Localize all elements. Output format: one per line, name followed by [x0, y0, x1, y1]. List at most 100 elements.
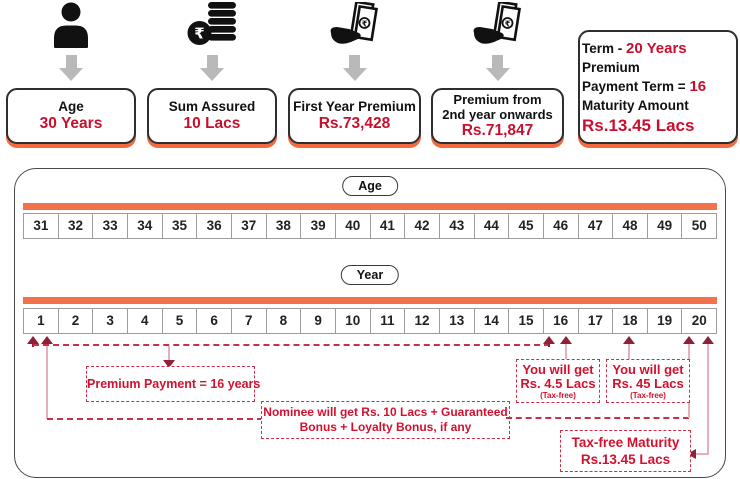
term-line: Term - 20 Years [582, 39, 734, 58]
year-cell: 3 [92, 308, 128, 334]
benefit18-note: (Tax-free) [630, 390, 666, 400]
first-year-premium-card: First Year Premium Rs.73,428 [288, 88, 421, 144]
age-cell: 34 [126, 213, 163, 239]
benefit16-line1: You will get [522, 361, 594, 377]
premium-payment-note: Premium Payment = 16 years [86, 366, 261, 402]
year-cell: 2 [57, 308, 94, 334]
connector-year20 [506, 417, 689, 419]
age-cell: 45 [508, 213, 544, 239]
year-row-label: Year [340, 265, 400, 285]
person-icon [6, 0, 136, 50]
age-cell: 35 [161, 213, 198, 239]
age-cell: 48 [612, 213, 648, 239]
connector-line [548, 344, 550, 347]
age-cell: 40 [334, 213, 371, 239]
year-cell: 18 [612, 308, 648, 334]
age-cell: 43 [438, 213, 475, 239]
connector-line [565, 344, 567, 360]
nominee-benefit-note: Nominee will get Rs. 10 Lacs + Guarantee… [261, 401, 510, 439]
survival-benefit-18-note: You will get Rs. 45 Lacs (Tax-free) [606, 359, 690, 403]
age-cell: 32 [57, 213, 94, 239]
year-cell: 19 [646, 308, 683, 334]
year-cell: 10 [334, 308, 371, 334]
nominee-text-line1: Nominee will get Rs. 10 Lacs + Guarantee… [263, 405, 508, 419]
survival-benefit-16-note: You will get Rs. 4.5 Lacs (Tax-free) [516, 359, 600, 403]
term-summary-card: Term - 20 Years Premium Payment Term = 1… [578, 30, 738, 144]
ppt-line: Payment Term = 16 [582, 77, 734, 96]
age-row-label: Age [342, 176, 398, 196]
year-timeline-bar [23, 297, 717, 304]
age-timeline-bar [23, 203, 717, 210]
age-cell: 42 [404, 213, 440, 239]
card-label: Age [58, 99, 84, 114]
up-arrow-year-20b-icon [702, 336, 714, 344]
down-arrow-premium-icon [163, 360, 175, 368]
card-label: Sum Assured [168, 99, 256, 114]
up-arrow-year-16-icon [543, 336, 555, 344]
maturity-text-line1: Tax-free Maturity [571, 435, 680, 450]
cash-in-hand-icon: ₹ [288, 0, 421, 50]
connector-nominee [47, 418, 263, 420]
top-card-sum-assured: ₹ Sum Assured 10 Lacs [147, 0, 277, 144]
benefit16-note: (Tax-free) [540, 390, 576, 400]
age-cell: 37 [230, 213, 267, 239]
age-cell: 38 [265, 213, 302, 239]
card-value: Rs.71,847 [461, 122, 534, 139]
up-arrow-year-1-icon [27, 336, 39, 344]
card-label: 2nd year onwards [442, 107, 553, 122]
year-cell: 9 [300, 308, 336, 334]
premium-word: Premium [582, 59, 640, 75]
down-arrow-icon [342, 55, 367, 81]
age-cell: 50 [681, 213, 718, 239]
maturity-note: Tax-free Maturity Rs.13.45 Lacs [560, 430, 691, 472]
year-cell: 15 [508, 308, 544, 334]
year-cell: 16 [542, 308, 579, 334]
up-arrow-year-18-icon [623, 336, 635, 344]
term-label: Term - [582, 40, 623, 56]
maturity-value: Rs.13.45 Lacs [582, 115, 695, 135]
year-cell: 12 [404, 308, 440, 334]
age-cell: 31 [23, 213, 59, 239]
up-arrow-year-1b-icon [41, 336, 53, 344]
svg-text:₹: ₹ [361, 20, 367, 29]
nominee-text-line2: Bonus + Loyalty Bonus, if any [299, 420, 472, 434]
top-card-first-year-premium: ₹ First Year Premium Rs.73,428 [288, 0, 421, 144]
card-label: Premium from [453, 92, 542, 107]
rupee-coins-icon: ₹ [147, 0, 277, 50]
svg-text:₹: ₹ [504, 20, 510, 29]
connector-line [46, 344, 48, 419]
benefit18-line1: You will get [612, 361, 684, 377]
sum-assured-card: Sum Assured 10 Lacs [147, 88, 277, 144]
premium-payment-text: Premium Payment = 16 years [87, 377, 261, 391]
year-cell: 4 [126, 308, 163, 334]
connector-premium-span [33, 344, 550, 346]
ppt-value: 16 [689, 77, 707, 95]
year-cell: 6 [196, 308, 232, 334]
card-value: 10 Lacs [183, 115, 241, 132]
benefit16-line2: Rs. 4.5 Lacs [520, 375, 596, 391]
year-cell: 8 [265, 308, 302, 334]
year-cell: 11 [369, 308, 406, 334]
year-cell: 17 [577, 308, 614, 334]
age-cell: 39 [300, 213, 336, 239]
card-value: 30 Years [39, 115, 103, 132]
down-arrow-icon [200, 55, 224, 81]
connector-line [696, 453, 709, 455]
left-arrow-maturity-icon [687, 449, 696, 459]
age-cell: 49 [646, 213, 683, 239]
svg-text:₹: ₹ [194, 25, 204, 43]
year-cell: 1 [23, 308, 59, 334]
year-cell: 5 [161, 308, 198, 334]
renewal-premium-card: Premium from 2nd year onwards Rs.71,847 [431, 88, 564, 144]
top-card-renewal-premium: ₹ Premium from 2nd year onwards Rs.71,84… [431, 0, 564, 144]
ppt-label: Payment Term = [582, 78, 686, 94]
connector-line [707, 344, 709, 455]
year-cell: 7 [230, 308, 267, 334]
age-cell: 33 [92, 213, 128, 239]
age-cell: 47 [577, 213, 614, 239]
up-arrow-year-16b-icon [560, 336, 572, 344]
age-cell: 41 [369, 213, 406, 239]
year-cell: 14 [473, 308, 510, 334]
